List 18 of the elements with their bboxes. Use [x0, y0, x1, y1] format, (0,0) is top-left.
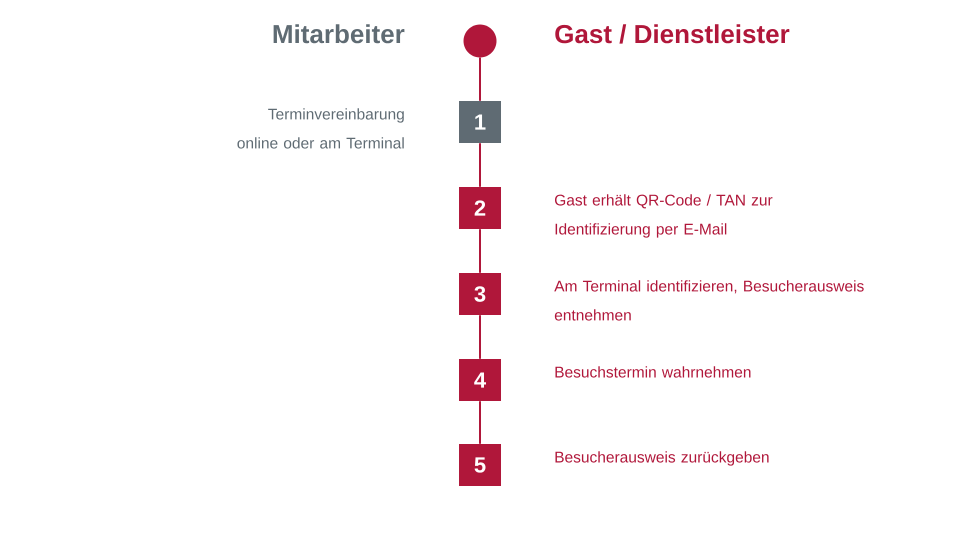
step-description: Am Terminal identifizieren, Besucherausweis entnehmen — [554, 280, 864, 321]
timeline-line — [479, 58, 481, 101]
step-description: Besucherausweis zurückgeben — [555, 451, 769, 466]
timeline-dot — [464, 24, 496, 58]
step-number-box: 1 — [459, 101, 501, 143]
step-number-box: 5 — [459, 444, 501, 486]
step-description: Gast erhält QR-Code / TAN zur Identifizierung per E-Mail — [555, 194, 772, 238]
column-heading: Gast / Dienstleister — [555, 24, 790, 44]
step-description: Besuchstermin wahrnehmen — [555, 366, 750, 378]
column-heading: Mitarbeiter — [274, 24, 404, 44]
step-description: Terminvereinbarung online oder am Terminal — [237, 108, 404, 149]
timeline-line — [479, 315, 481, 359]
step-number-box: 2 — [459, 187, 501, 229]
timeline-line — [479, 401, 481, 444]
step-number-box: 3 — [459, 273, 501, 315]
timeline-line — [479, 229, 481, 273]
timeline-line — [479, 143, 481, 187]
step-number-box: 4 — [459, 359, 501, 401]
